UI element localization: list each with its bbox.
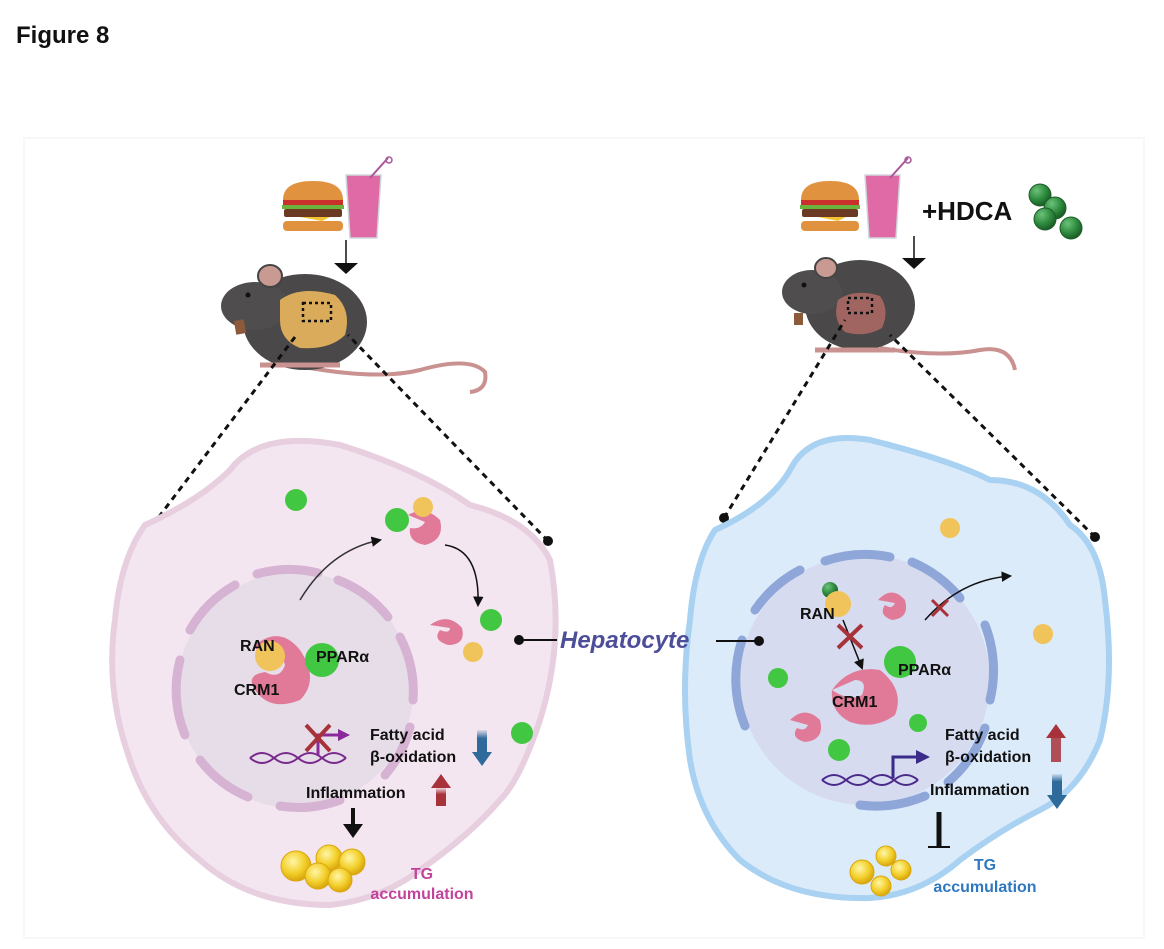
burger-icon: [282, 181, 344, 231]
right-diet: +HDCA: [800, 156, 1083, 269]
mouse-tail: [309, 361, 488, 394]
right-export-arrow: [924, 571, 1013, 621]
mouse-ear-right: [814, 257, 838, 279]
diet-arrow-head: [334, 263, 358, 274]
right-ran-label: RAN: [800, 606, 835, 623]
left-promoter-arrow: [316, 733, 340, 755]
left-inflammation-label: Inflammation: [306, 785, 406, 802]
right-crm1-label: CRM1: [832, 694, 877, 711]
cyto-ppara-protein-2: [511, 722, 533, 744]
left-block-x-icon: [304, 723, 332, 753]
right-dna: [821, 774, 919, 786]
diet-arrow-head-right: [902, 258, 926, 269]
cyto-ran-protein: [413, 497, 433, 517]
cyto-ppara-protein: [285, 489, 307, 511]
right-fatty-acid-up-arrow-icon: [1046, 724, 1066, 762]
right-ran-block-x-icon: [836, 623, 864, 650]
left-tg-label-1: TG: [411, 866, 433, 883]
free-ran-protein: [463, 642, 483, 662]
drink-icon-right: [864, 156, 912, 239]
burger-icon-right: [800, 181, 860, 231]
zoom-line-left-b: [346, 333, 550, 543]
right-hepatocyte: RAN PPARα CRM1 Fatty acid β-oxidation: [682, 435, 1112, 902]
left-tg-droplets-icon: [280, 844, 366, 893]
left-dna: [249, 752, 347, 764]
left-dissociation-arrow: [444, 544, 484, 608]
left-fatty-acid-label-1: Fatty acid: [370, 727, 445, 744]
free-crm1-protein: [430, 619, 463, 645]
right-ppara-protein: [884, 646, 916, 678]
right-free-crm1-protein: [878, 592, 907, 620]
left-ran-protein: [255, 641, 285, 671]
left-mouse: [221, 264, 488, 394]
right-tg-droplets-icon: [849, 845, 912, 897]
left-crm1-label: CRM1: [234, 682, 279, 699]
right-ppara-protein-2: [768, 668, 788, 688]
free-ppara-protein: [480, 609, 502, 631]
right-free-crm1-protein-2: [790, 712, 821, 742]
hepatocyte-label: Hepatocyte: [560, 627, 689, 654]
zoom-line-right-a: [722, 319, 847, 519]
mouse-tail-right: [879, 346, 1017, 371]
left-tg-label-2: accumulation: [370, 886, 473, 903]
right-free-ran-protein-2: [1033, 624, 1053, 644]
zoom-line-left-a: [150, 332, 300, 527]
zoom-line-right-b: [888, 333, 1097, 539]
left-export-arrow: [299, 536, 383, 601]
left-ppara-label: PPARα: [316, 649, 369, 666]
left-ran-label: RAN: [240, 638, 275, 655]
left-nuclear-envelope: [171, 565, 418, 812]
left-ppara-protein: [305, 643, 339, 677]
right-mouse: [782, 257, 1017, 371]
right-free-ran-protein: [940, 518, 960, 538]
hepatocyte-callout: Hepatocyte: [514, 627, 764, 654]
right-inflammation-label: Inflammation: [930, 782, 1030, 799]
right-ppara-protein-3: [909, 714, 927, 732]
right-promoter-arrow: [891, 755, 918, 778]
hdca-label: +HDCA: [922, 196, 1013, 226]
cyto-crm1-protein: [408, 511, 441, 545]
right-ran-crm1-arrow: [842, 619, 864, 670]
left-promote-arrow-head: [343, 824, 363, 838]
liver-zoom-box: [301, 301, 333, 323]
right-tg-label-2: accumulation: [933, 879, 1036, 896]
left-inflammation-up-arrow-icon: [431, 774, 451, 806]
hdca-molecules-icon: [1028, 183, 1083, 240]
left-fatty-acid-down-arrow-icon: [472, 730, 492, 766]
right-fatty-acid-label-2: β-oxidation: [945, 749, 1031, 766]
mouse-liver-fatty: [280, 291, 348, 349]
left-fatty-acid-label-2: β-oxidation: [370, 749, 456, 766]
right-nuclear-envelope: [731, 549, 998, 811]
right-ppara-protein-4: [828, 739, 850, 761]
left-hepatocyte: RAN CRM1 PPARα Fatty acid β-oxidation: [109, 437, 559, 909]
panel-frame: [23, 137, 1145, 939]
right-crm1-protein: [831, 669, 898, 725]
drink-icon: [345, 156, 393, 239]
figure-title: Figure 8: [16, 22, 110, 49]
cyto-ppara-bound: [385, 508, 409, 532]
right-tg-label-1: TG: [974, 857, 996, 874]
right-export-block-x-icon: [930, 598, 950, 618]
liver-zoom-box-right: [846, 296, 874, 315]
right-inflammation-down-arrow-icon: [1047, 774, 1067, 809]
mouse-ear: [257, 264, 283, 288]
right-ran-protein: [825, 591, 851, 617]
right-ppara-label: PPARα: [898, 662, 951, 679]
right-fatty-acid-label-1: Fatty acid: [945, 727, 1020, 744]
left-diet: [282, 156, 393, 274]
